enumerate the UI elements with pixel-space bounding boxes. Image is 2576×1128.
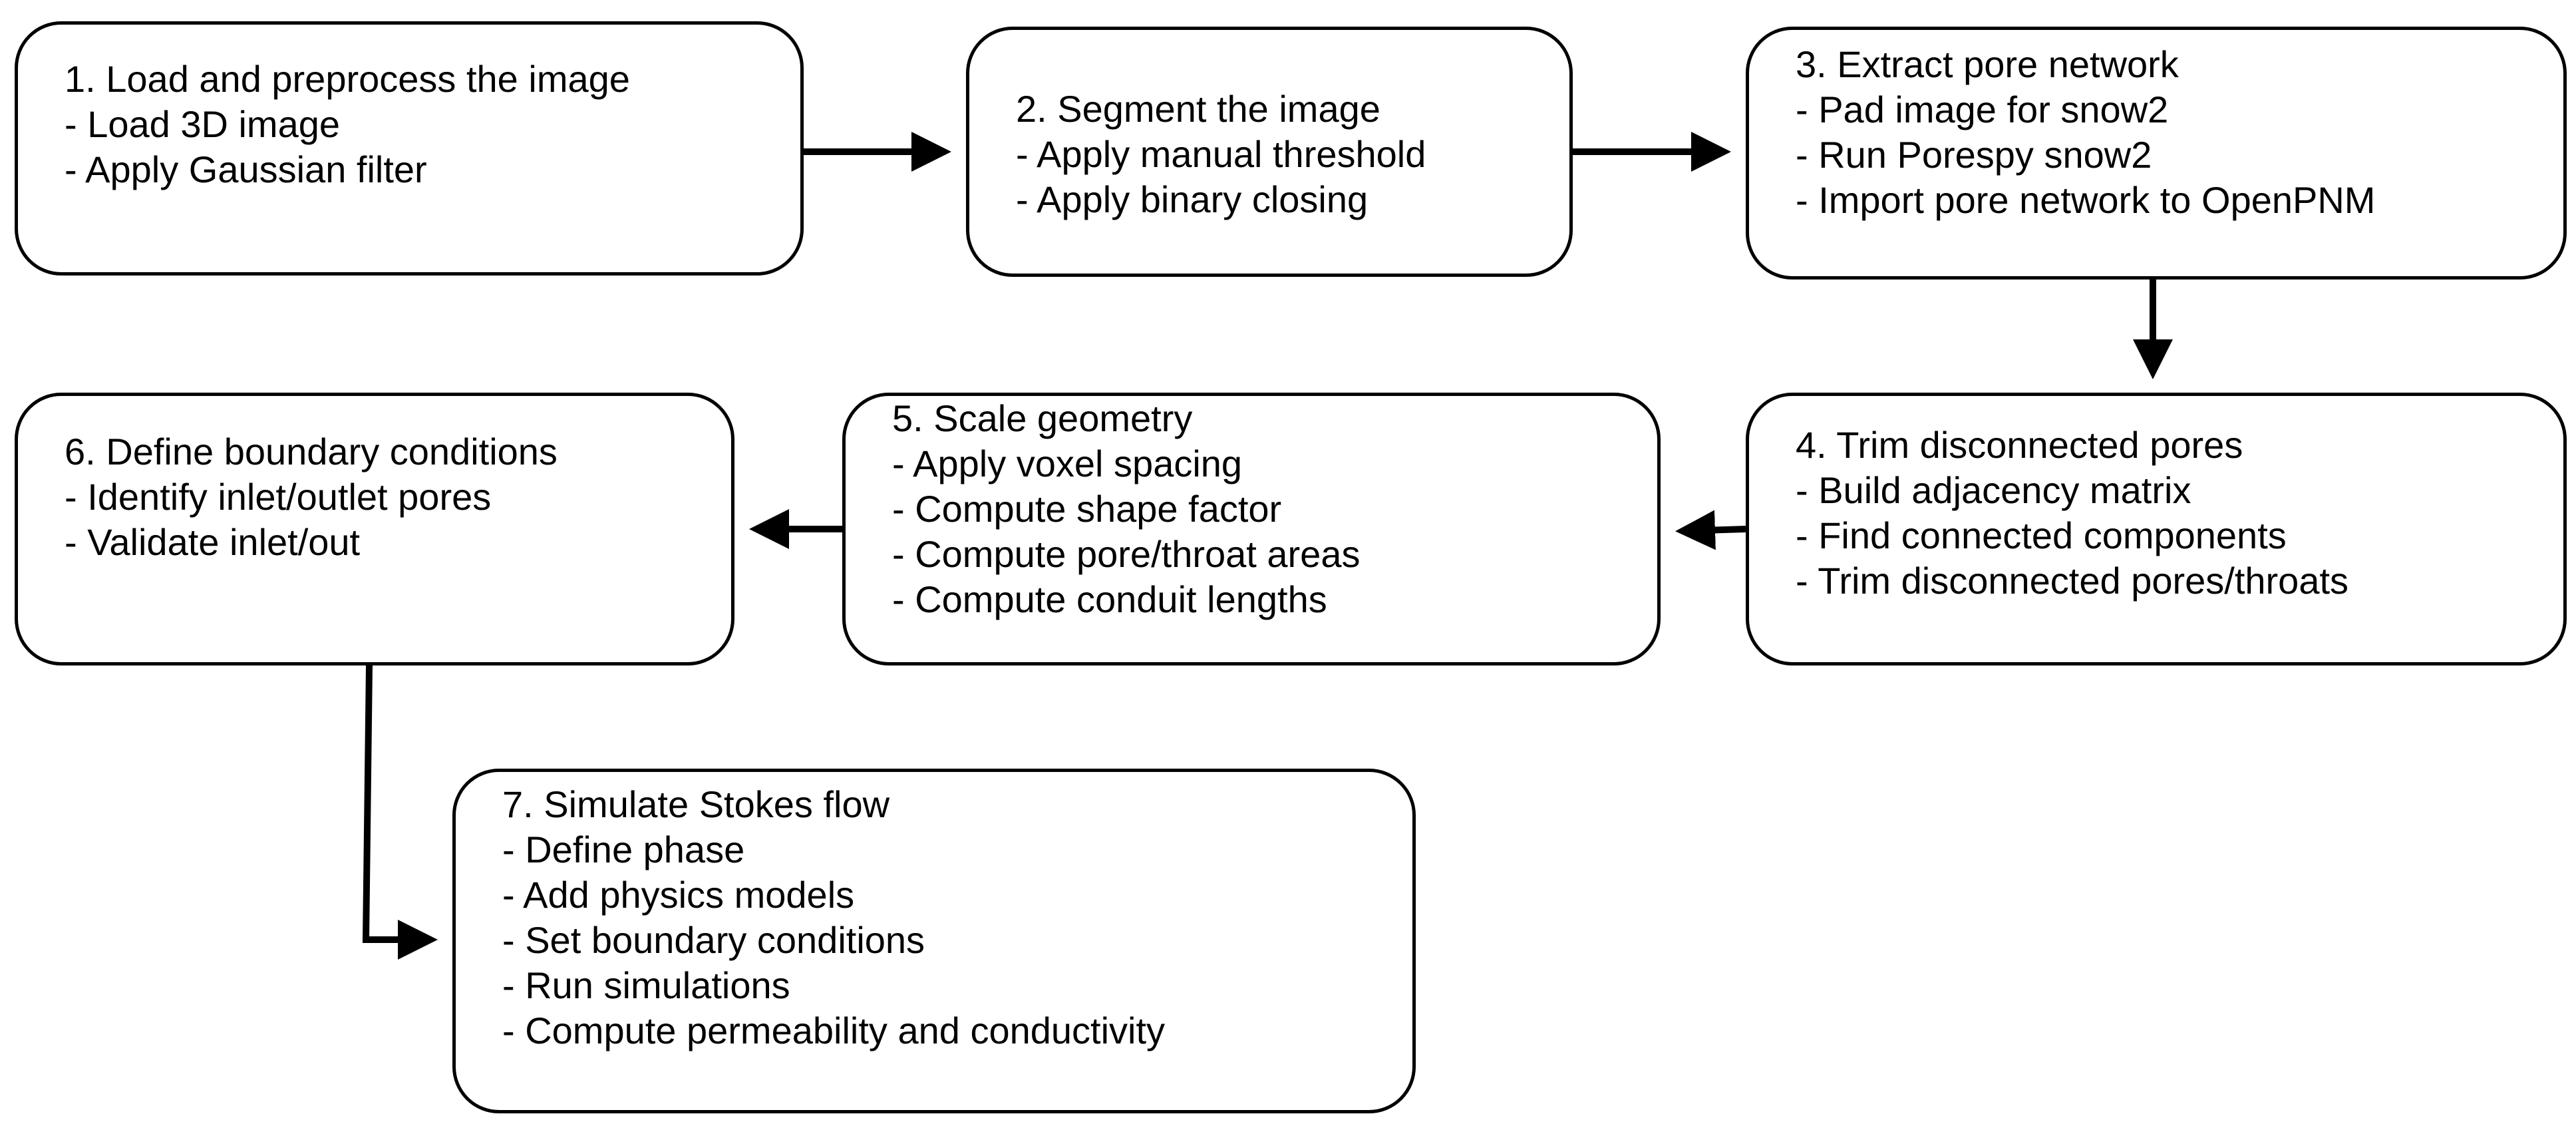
step-1-title: 1. Load and preprocess the image	[65, 58, 630, 100]
step-2-title: 2. Segment the image	[1016, 88, 1380, 130]
step-7-item: - Add physics models	[502, 874, 855, 916]
step-4-item: - Trim disconnected pores/throats	[1796, 560, 2349, 602]
step-3-title: 3. Extract pore network	[1796, 43, 2179, 85]
step-4-item: - Find connected components	[1796, 514, 2287, 556]
step-7-item: - Set boundary conditions	[502, 919, 925, 961]
step-1-box: 1. Load and preprocess the image - Load …	[15, 21, 804, 276]
step-5-box: 5. Scale geometry - Apply voxel spacing …	[842, 393, 1661, 665]
step-7-item: - Define phase	[502, 829, 745, 870]
step-2-item: - Apply binary closing	[1016, 178, 1368, 220]
step-7-item: - Compute permeability and conductivity	[502, 1010, 1166, 1051]
step-7-item: - Run simulations	[502, 964, 790, 1006]
arrow-step6-to-step7	[362, 665, 438, 960]
step-5-title: 5. Scale geometry	[892, 397, 1193, 439]
step-4-title: 4. Trim disconnected pores	[1796, 424, 2243, 466]
step-2-item: - Apply manual threshold	[1016, 133, 1426, 175]
step-5-item: - Compute pore/throat areas	[892, 533, 1361, 575]
step-2-box: 2. Segment the image - Apply manual thre…	[966, 27, 1573, 277]
step-3-box: 3. Extract pore network - Pad image for …	[1746, 27, 2567, 280]
step-6-item: - Identify inlet/outlet pores	[65, 476, 492, 518]
step-7-box: 7. Simulate Stokes flow - Define phase -…	[452, 769, 1416, 1113]
step-1-item: - Load 3D image	[65, 103, 341, 145]
step-5-item: - Compute conduit lengths	[892, 578, 1327, 620]
step-6-title: 6. Define boundary conditions	[65, 431, 558, 472]
step-4-box: 4. Trim disconnected pores - Build adjac…	[1746, 393, 2567, 665]
step-3-item: - Pad image for snow2	[1796, 89, 2169, 130]
step-7-title: 7. Simulate Stokes flow	[502, 783, 890, 825]
arrow-step4-to-step5	[1675, 510, 1746, 550]
step-1-item: - Apply Gaussian filter	[65, 148, 427, 190]
step-5-item: - Compute shape factor	[892, 488, 1282, 530]
step-4-item: - Build adjacency matrix	[1796, 469, 2191, 511]
step-3-item: - Run Porespy snow2	[1796, 134, 2152, 176]
step-6-item: - Validate inlet/out	[65, 521, 361, 563]
step-6-box: 6. Define boundary conditions - Identify…	[15, 393, 734, 665]
step-5-item: - Apply voxel spacing	[892, 443, 1243, 484]
step-3-item: - Import pore network to OpenPNM	[1796, 179, 2376, 221]
